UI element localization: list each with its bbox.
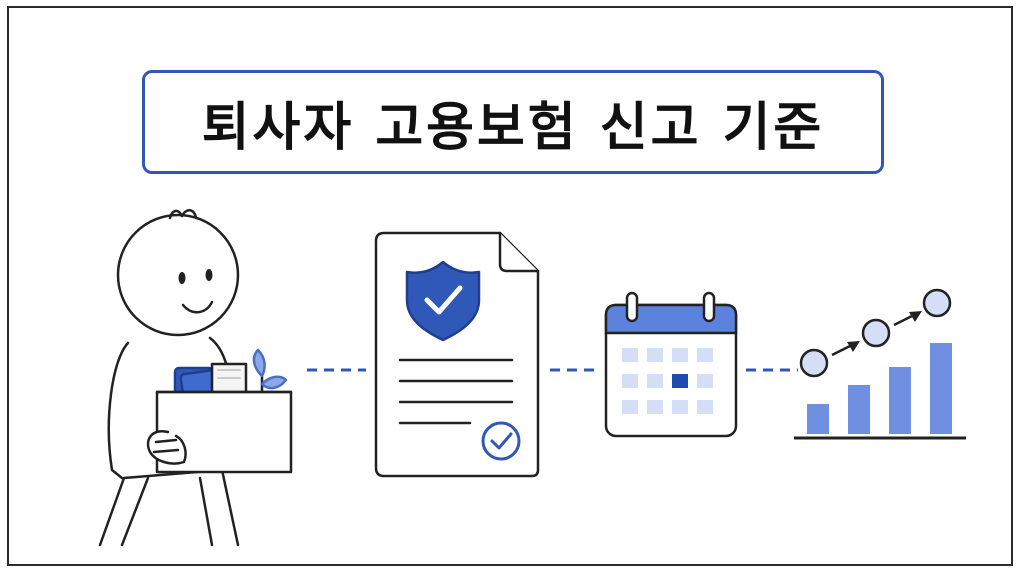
page-title: 퇴사자 고용보험 신고 기준 (201, 97, 825, 158)
calendar-icon (604, 291, 738, 438)
person-carrying-box-icon (98, 209, 293, 547)
title-box: 퇴사자 고용보험 신고 기준 (142, 70, 884, 174)
growth-chart-icon (794, 288, 966, 440)
shield-document-icon (374, 231, 540, 478)
